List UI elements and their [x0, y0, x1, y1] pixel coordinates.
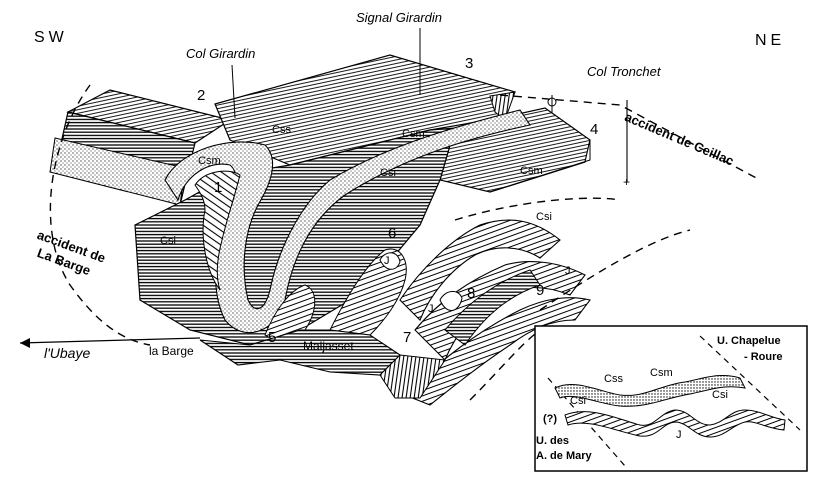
- tronchet-plus: +: [623, 175, 630, 189]
- inset-unit-css: Css: [604, 373, 623, 385]
- number-4: 4: [590, 121, 599, 138]
- block-2: [49, 89, 232, 206]
- number-7: 7: [403, 329, 412, 346]
- orientation-sw: SW: [34, 29, 68, 46]
- col-girardin-leader: [231, 64, 236, 119]
- inset-mary-1: U. des: [536, 435, 570, 447]
- inset-mary-q: (?): [543, 413, 558, 425]
- number-5: 5: [268, 329, 277, 346]
- unit-css-main: Css: [272, 124, 291, 136]
- unit-csm-main: Csm: [402, 128, 425, 140]
- inset-mary-2: A. de Mary: [536, 450, 592, 462]
- number-9: 9: [536, 282, 545, 299]
- ubaye-arrowhead: [20, 338, 30, 348]
- orientation-ne: NE: [755, 32, 786, 49]
- unit-csi-center: Csi: [380, 167, 396, 179]
- label-col-girardin: Col Girardin: [186, 46, 256, 61]
- outer-arc-3: [469, 329, 541, 401]
- outer-arc-2: [539, 229, 691, 311]
- inset-unit-csm: Csm: [650, 367, 673, 379]
- inset-unit-csi-left: Csi: [570, 395, 586, 407]
- label-signal-girardin: Signal Girardin: [356, 10, 442, 25]
- number-6: 6: [388, 225, 397, 242]
- fold-limbs: [264, 219, 591, 406]
- inset-chapelue-1: U. Chapelue: [717, 335, 781, 347]
- csm-band: [164, 109, 531, 333]
- ceillac-fault-line: [499, 94, 761, 181]
- number-3: 3: [465, 55, 474, 72]
- unit-csm-right: Csm: [520, 165, 543, 177]
- inset-unit-csi-right: Csi: [712, 389, 728, 401]
- unit-csi-right: Csi: [536, 211, 552, 223]
- number-1: 1: [214, 179, 223, 196]
- inset-unit-j: J: [676, 429, 682, 441]
- ubaye-arrow-line: [19, 337, 201, 344]
- label-la-barge: la Barge: [149, 344, 194, 358]
- inset-chapelue-2: - Roure: [744, 351, 783, 363]
- number-8: 8: [467, 285, 476, 302]
- front-wedge: [199, 329, 446, 399]
- unit-j-1: J: [384, 255, 390, 267]
- outer-arc-1: [454, 197, 621, 221]
- unit-j-2: J: [428, 303, 434, 315]
- label-maljasset: Maljasset: [303, 339, 354, 353]
- la-barge-fault-line: [49, 84, 151, 346]
- unit-j-3: J: [565, 265, 571, 277]
- unit-csm-left: Csm: [198, 155, 221, 167]
- label-col-tronchet: Col Tronchet: [587, 64, 661, 79]
- unit-csi-left: Csi: [160, 235, 176, 247]
- label-ubaye: l'Ubaye: [44, 345, 91, 361]
- number-2: 2: [197, 87, 206, 104]
- inset-diagram: [534, 325, 808, 472]
